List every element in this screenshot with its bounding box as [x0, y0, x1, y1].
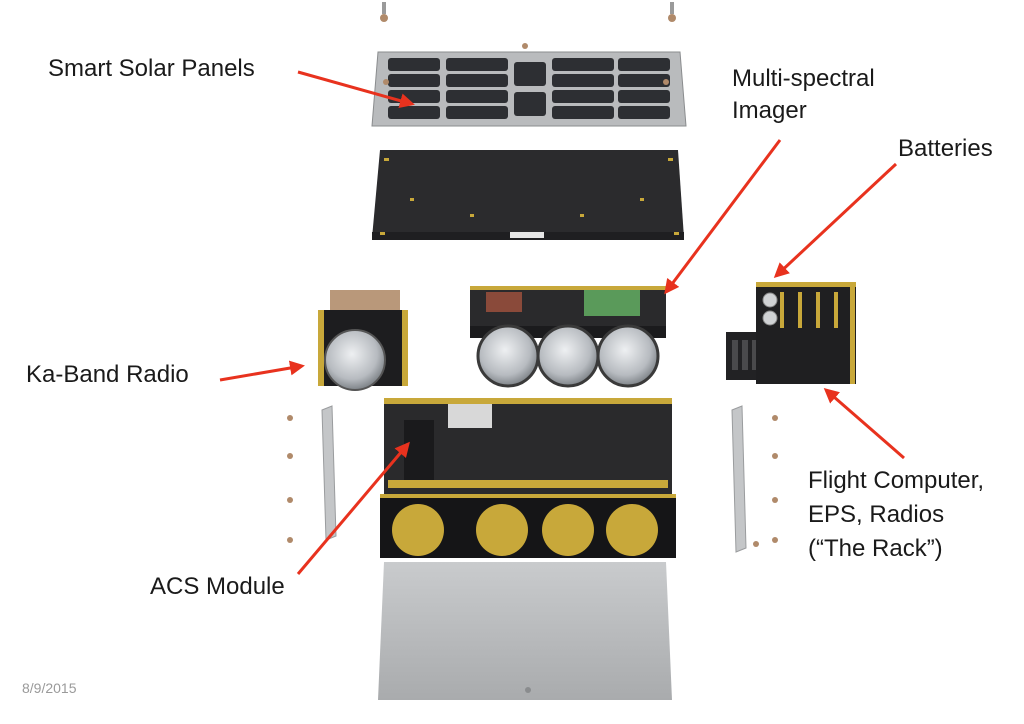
bottom-sheet [378, 562, 672, 700]
arrow-radio [219, 360, 305, 382]
label-imager-line1: Multi-spectral [732, 65, 875, 92]
label-ka-band-radio: Ka-Band Radio [26, 361, 189, 388]
multispectral-imager [470, 286, 666, 388]
solar-panel [371, 51, 687, 127]
label-smart-solar-panels: Smart Solar Panels [48, 55, 255, 82]
main-chassis [380, 398, 676, 558]
arrow-rack [823, 388, 905, 460]
footer-date: 8/9/2015 [22, 680, 77, 696]
mounting-plate [372, 150, 684, 240]
top-screws [380, 2, 676, 49]
ka-band-radio [318, 290, 408, 391]
label-acs-module: ACS Module [150, 573, 285, 600]
label-rack-line3: (“The Rack”) [808, 535, 943, 562]
arrow-imager [664, 139, 782, 295]
arrow-solar-panels [297, 70, 415, 108]
label-imager-line2: Imager [732, 97, 807, 124]
label-batteries: Batteries [898, 135, 993, 162]
arrow-batteries [773, 162, 898, 279]
side-panels [287, 405, 778, 553]
arrow-acs [296, 441, 410, 575]
label-rack-line2: EPS, Radios [808, 501, 945, 528]
label-rack-line1: Flight Computer, [808, 467, 985, 494]
callout-arrows [219, 70, 905, 575]
battery-rack [726, 282, 856, 384]
